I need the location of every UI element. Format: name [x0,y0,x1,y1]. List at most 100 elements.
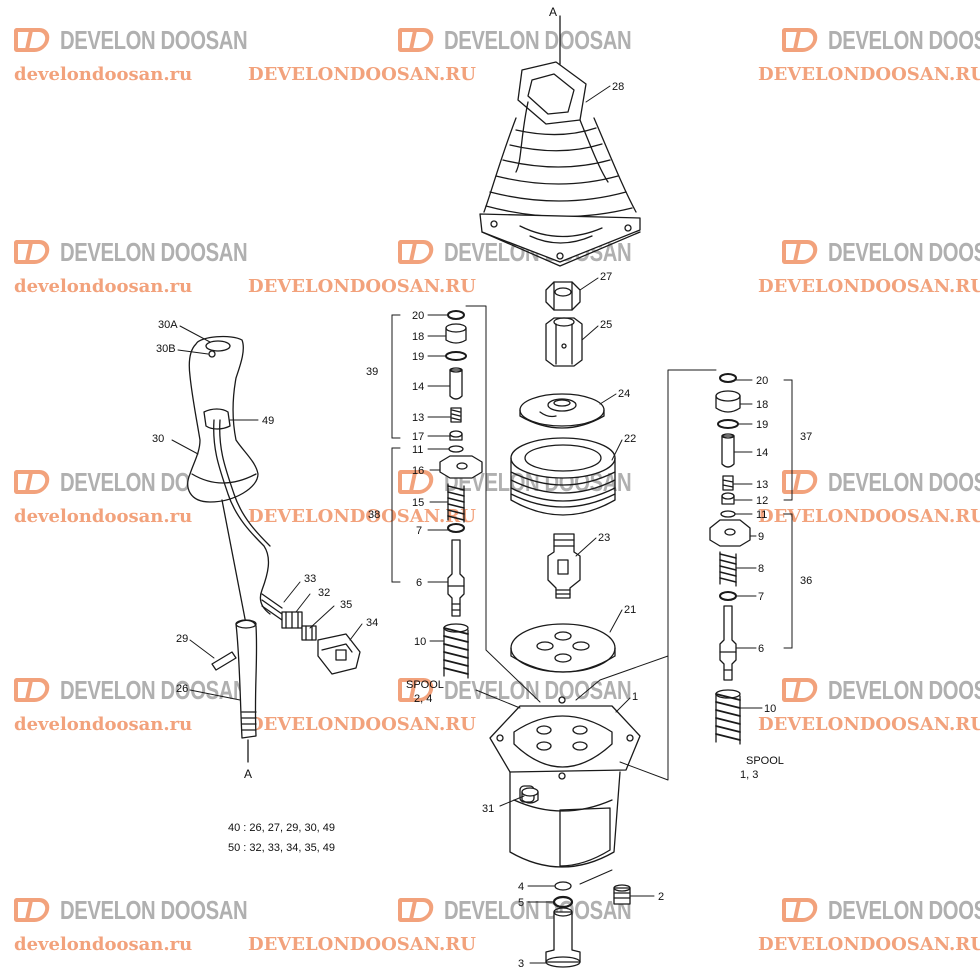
part-label-4: 4 [518,881,524,893]
part-label-30a: 30A [158,319,178,331]
left-part-10-spring [443,623,469,679]
part-3-plug [545,907,581,968]
part-label-5: 5 [518,897,524,909]
watermark-brand: DEVELON DOOSAN [828,236,980,267]
part-label-23: 23 [598,532,610,544]
part-label-22: 22 [624,433,636,445]
right-label-36: 36 [800,575,812,587]
part-49-wiring [213,419,283,621]
develon-doosan-logo-icon [398,238,438,266]
part-label-33: 33 [304,573,316,585]
left-label-7: 7 [416,525,422,537]
left-part-15-spring [447,483,465,523]
watermark-brand: DEVELON DOOSAN [444,24,632,55]
right-part-7-ring [719,591,737,601]
watermark-url: develondoosan.ru [14,64,193,85]
part-35-seal [301,625,317,641]
watermark-row4-left: DEVELON DOOSAN develondoosan.ru [14,674,300,735]
part-label-29: 29 [176,633,188,645]
right-label-11: 11 [756,509,767,521]
right-label-7: 7 [758,591,764,603]
part-label-24: 24 [618,388,630,400]
develon-doosan-logo-icon [398,468,438,496]
right-part-9-plug [709,519,751,547]
part-29-pin [211,651,237,671]
watermark-brand: DEVELON DOOSAN [60,674,248,705]
part-label-26: 26 [176,683,188,695]
watermark-top-left: DEVELON DOOSAN develondoosan.ru [14,24,300,85]
part-label-2: 2 [658,891,664,903]
left-label-17: 17 [412,431,424,443]
part-label-28: 28 [612,81,624,93]
right-part-8-spring [719,551,737,587]
right-label-14: 14 [756,447,768,459]
kit-note-50: 50 : 32, 33, 34, 35, 49 [228,842,335,854]
left-spool-title: SPOOL [406,679,444,691]
watermark-row3-right: DEVELON DOOSAN DEVELONDOOSAN.RU [758,466,980,528]
part-label-1: 1 [632,691,638,703]
watermark-url: DEVELONDOOSAN.RU [758,714,980,735]
watermark-row2-left: DEVELON DOOSAN develondoosan.ru [14,236,300,297]
right-part-18-seal [715,390,741,413]
part-4-o-ring [554,881,572,891]
leader-lines [171,85,793,964]
watermark-url: develondoosan.ru [14,276,193,297]
right-label-10: 10 [764,703,776,715]
left-part-6-spool [447,539,465,617]
part-21-cam-plate [510,623,616,673]
right-spool-nums: 1, 3 [740,769,758,781]
left-label-14: 14 [412,381,424,393]
watermark-url: DEVELONDOOSAN.RU [248,276,476,297]
watermark-row2-right: DEVELON DOOSAN DEVELONDOOSAN.RU [758,236,980,298]
left-label-19: 19 [412,351,424,363]
watermark-brand: DEVELON DOOSAN [60,894,248,925]
right-label-18: 18 [756,399,768,411]
part-27-nut [545,281,581,311]
part-2-plug [613,884,631,905]
left-part-19-o-ring [445,351,467,361]
left-label-10: 10 [414,636,426,648]
part-28-rubber-boot [479,61,641,267]
watermark-url: DEVELONDOOSAN.RU [248,506,476,527]
kit-note-40: 40 : 26, 27, 29, 30, 49 [228,822,335,834]
develon-doosan-logo-icon [782,468,822,496]
part-32-terminal [281,611,303,629]
right-part-14-push-rod [721,433,735,468]
watermark-brand: DEVELON DOOSAN [60,236,248,267]
left-part-14-push-rod [449,367,463,400]
left-part-11-washer [448,445,464,453]
left-part-18-seal [445,323,467,344]
right-label-6: 6 [758,643,764,655]
right-label-20: 20 [756,375,768,387]
right-label-9: 9 [758,531,764,543]
develon-doosan-logo-icon [14,468,54,496]
right-label-8: 8 [758,563,764,575]
part-5-o-ring [552,895,574,909]
left-part-20-ring [447,310,465,320]
develon-doosan-logo-icon [782,676,822,704]
watermark-url: DEVELONDOOSAN.RU [758,64,980,85]
left-label-13: 13 [412,412,424,424]
left-part-16-plug [439,455,483,479]
right-part-19-o-ring [717,419,739,429]
part-22-disk [510,437,616,516]
view-label-top: A [549,5,557,19]
develon-doosan-logo-icon [14,26,54,54]
develon-doosan-logo-icon [782,896,822,924]
left-label-18: 18 [412,331,424,343]
right-label-19: 19 [756,419,768,431]
part-34-connector [317,633,361,675]
watermark-brand: DEVELON DOOSAN [828,894,980,925]
develon-doosan-logo-icon [398,676,438,704]
develon-doosan-logo-icon [14,676,54,704]
right-part-11-washer [720,510,736,518]
part-label-25: 25 [600,319,612,331]
part-label-32: 32 [318,587,330,599]
develon-doosan-logo-icon [782,238,822,266]
develon-doosan-logo-icon [398,896,438,924]
label-layer: A A 28 27 25 24 22 23 21 1 31 4 5 3 2 20… [152,5,812,970]
develon-doosan-logo-icon [398,26,438,54]
watermark-brand: DEVELON DOOSAN [444,894,632,925]
